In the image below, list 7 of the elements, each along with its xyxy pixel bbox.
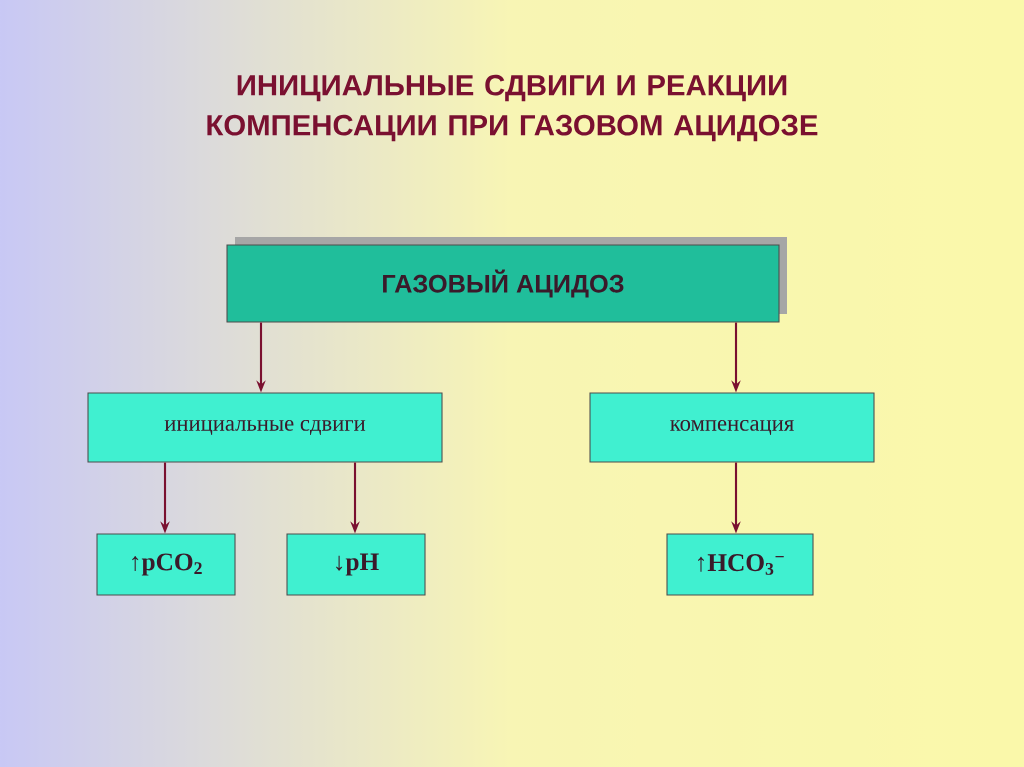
- category-box: компенсация: [589, 392, 875, 463]
- parameter-box: ↑HCO$_{3}$−: [666, 533, 814, 596]
- category-box: инициальные сдвиги: [87, 392, 443, 463]
- heading-box: ГАЗОВЫЙ АЦИДОЗ: [226, 237, 787, 323]
- parameter-box: ↓pH: [286, 533, 426, 596]
- title: ИНИЦИАЛЬНЫЕ СДВИГИ И РЕАКЦИИ КОМПЕНСАЦИИ ПРИ ГАЗОВОМ АЦИДОЗЕ: [207, 74, 818, 142]
- parameter-box: ↑pCO$_{2}$: [96, 533, 236, 596]
